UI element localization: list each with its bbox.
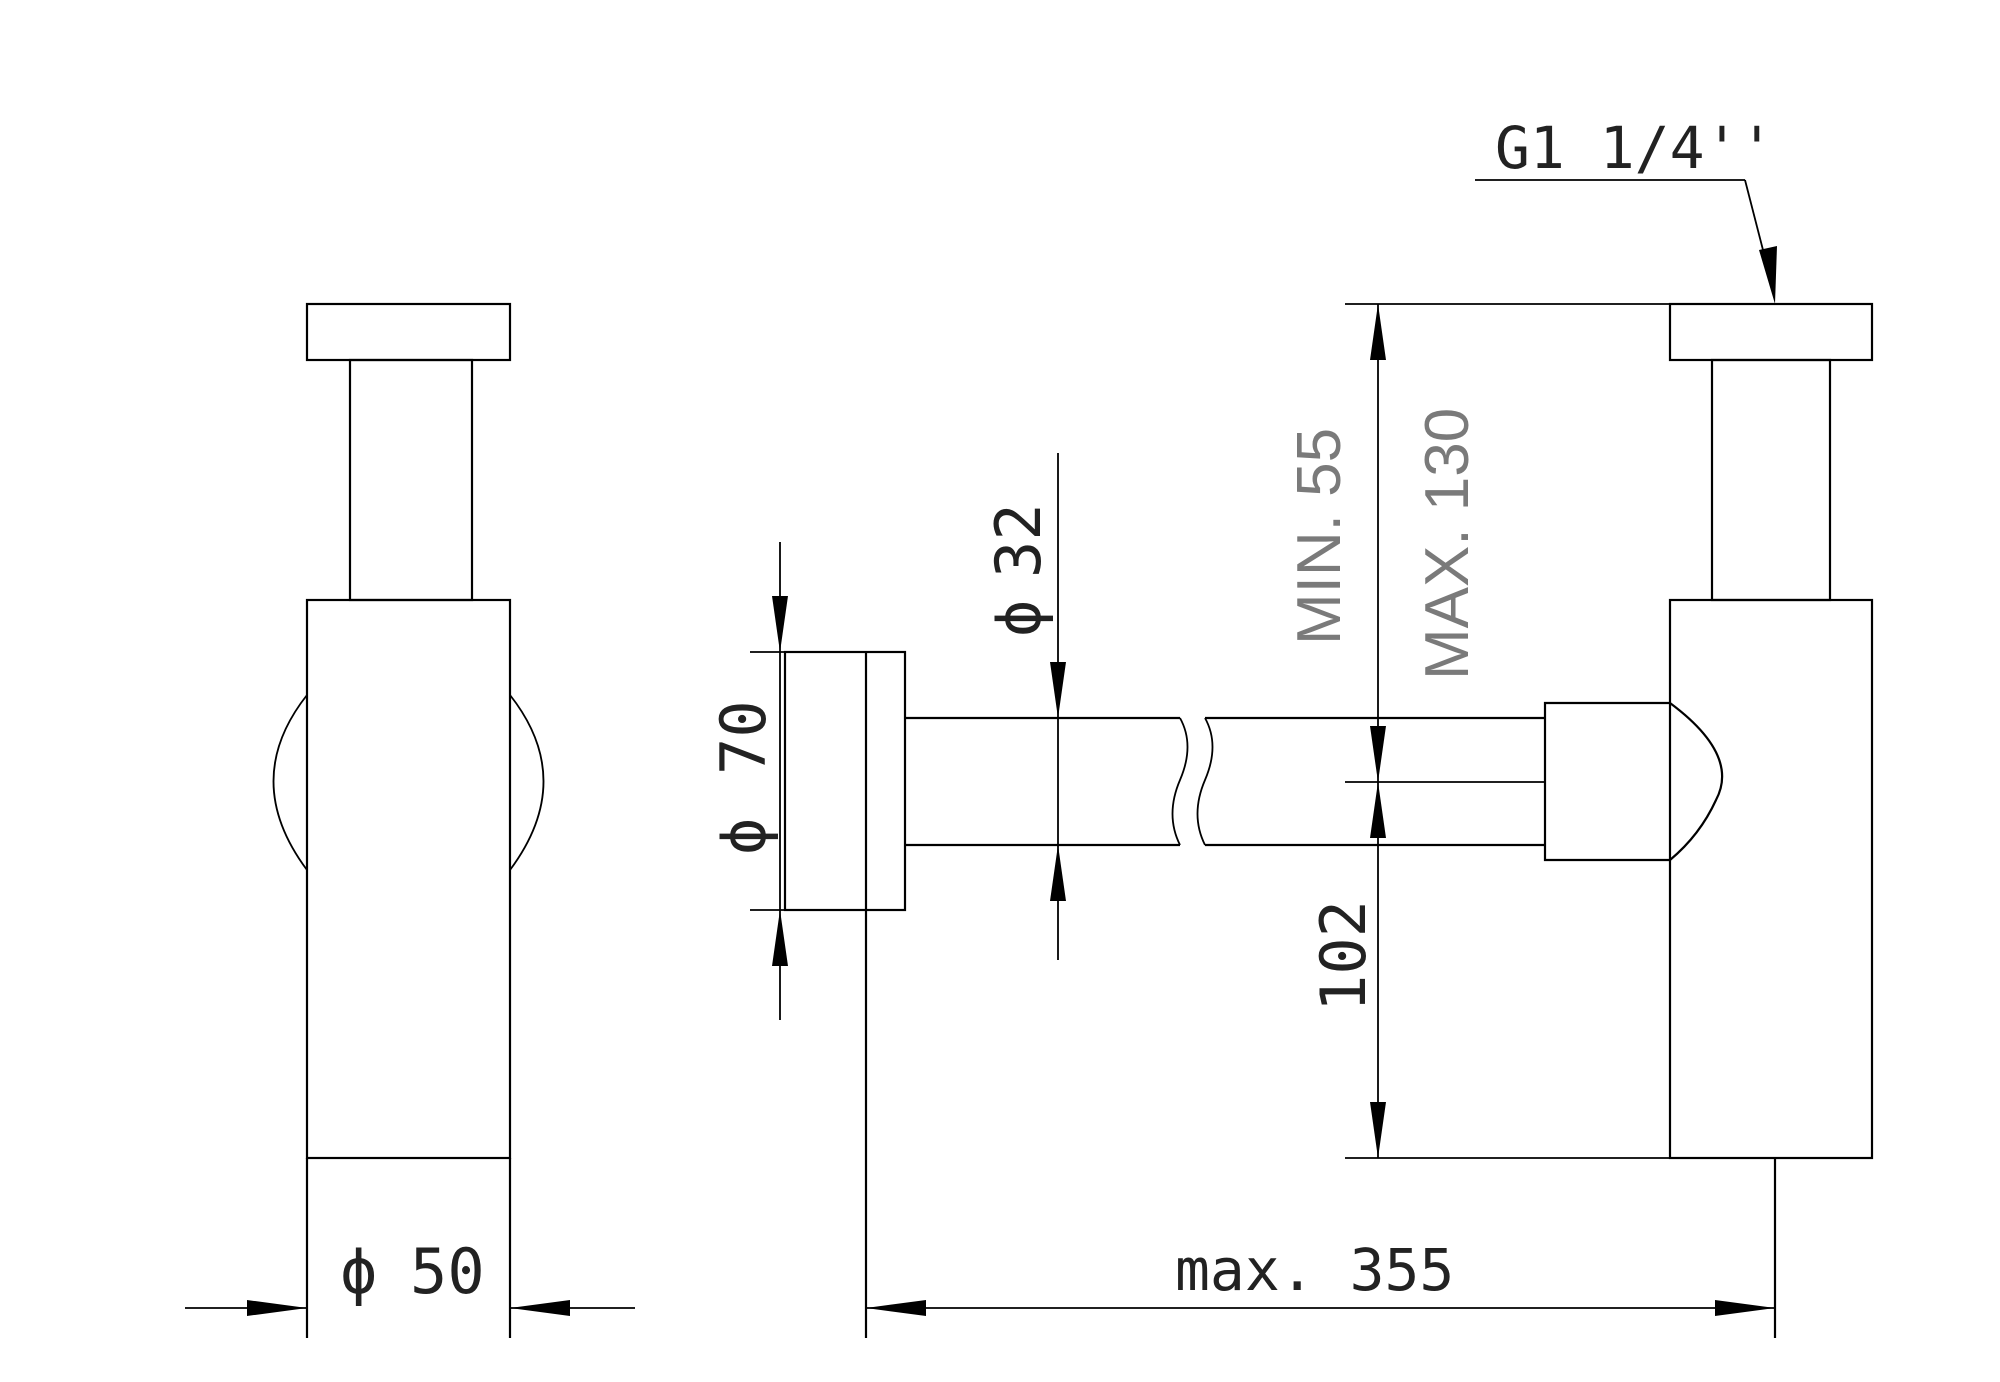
trap-body — [1668, 598, 1874, 1160]
side-view-stem — [348, 358, 474, 602]
dim-d70-arrow-bottom — [772, 910, 788, 966]
dim-d50-value: 50 — [410, 1235, 485, 1308]
dim-d50-arrow-left — [247, 1300, 307, 1316]
dim-height-arrow-top — [1370, 304, 1386, 360]
dim-length-arrow-left — [866, 1300, 926, 1316]
side-view: ϕ 50 — [185, 302, 635, 1338]
dim-thread-g1-1-4: G1 1/4'' — [1495, 114, 1774, 182]
side-view-bulge-left — [272, 694, 308, 871]
dim-d70-value: 70 — [707, 700, 780, 775]
dim-d32-value: 32 — [982, 503, 1055, 578]
dim-d70-arrow-top — [772, 596, 788, 652]
pipe-break-right — [1196, 717, 1214, 846]
dim-height-arrow-bottom — [1370, 1102, 1386, 1158]
dim-d32-arrow-top — [1050, 662, 1066, 718]
thread-leader-arrow — [1759, 246, 1777, 304]
dim-max-130: MAX. 130 — [1413, 408, 1482, 680]
dim-max-355: max. 355 — [1175, 1236, 1454, 1304]
side-view-body — [305, 598, 512, 1160]
side-view-bulge-right — [509, 694, 545, 871]
dim-d50-arrow-right — [510, 1300, 570, 1316]
trap-inlet-nut — [1543, 701, 1724, 862]
dim-d32-symbol: ϕ — [982, 600, 1055, 637]
trap-stem — [1710, 358, 1832, 602]
dim-d50-symbol: ϕ — [340, 1235, 377, 1308]
side-view-cap — [305, 302, 512, 362]
trap-cap — [1668, 302, 1874, 362]
dim-min-55: MIN. 55 — [1285, 428, 1354, 645]
pipe-break-left — [1171, 717, 1189, 846]
dim-height-arrow-centre-down — [1370, 782, 1386, 838]
dim-d70-symbol: ϕ — [707, 818, 780, 855]
dim-height-arrow-centre-up — [1370, 726, 1386, 782]
dim-102: 102 — [1307, 900, 1380, 1012]
wall-flange — [783, 650, 907, 912]
front-view: MIN. 55 MAX. 130 102 ϕ 32 ϕ 70 max. 355 … — [707, 114, 1874, 1338]
dim-d32-arrow-bottom — [1050, 845, 1066, 901]
dim-length-arrow-right — [1715, 1300, 1775, 1316]
